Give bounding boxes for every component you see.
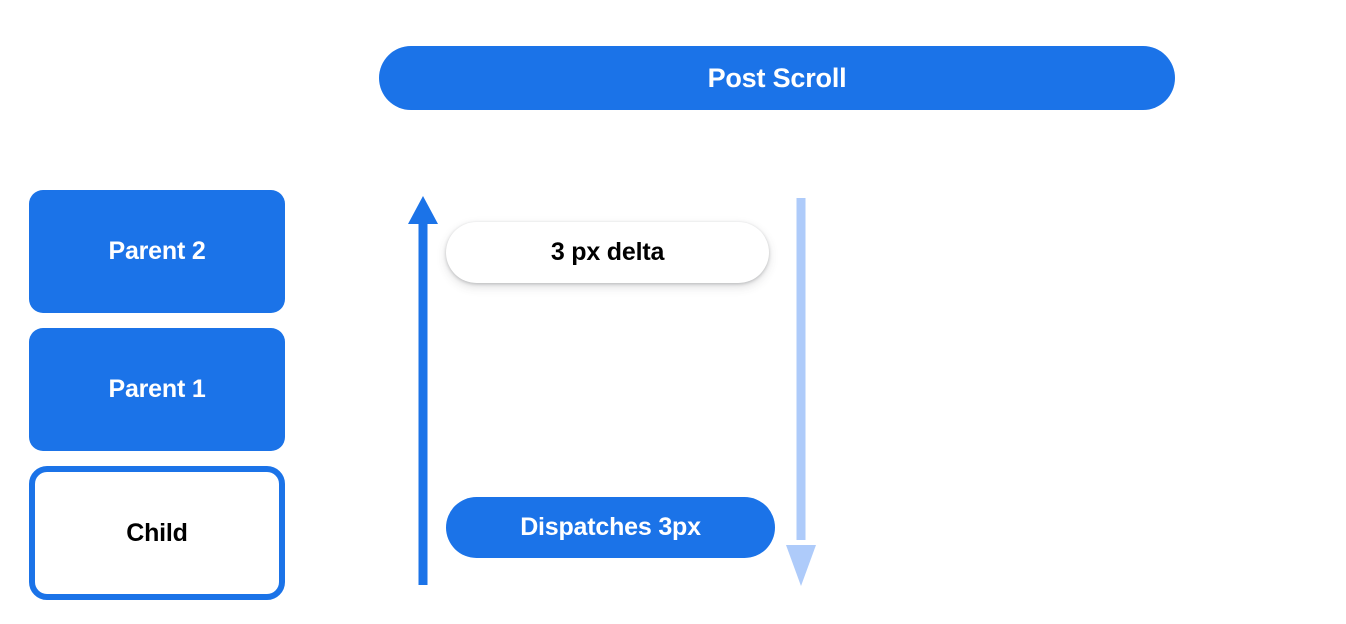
dispatches-callout-label: Dispatches 3px [520,513,701,541]
node-parent-2: Parent 2 [29,190,285,313]
delta-callout-label: 3 px delta [550,238,665,266]
node-parent-2-label: Parent 2 [108,237,206,265]
down-arrow-icon [786,198,816,586]
node-child-label: Child [126,518,188,547]
header-title: Post Scroll [707,62,847,93]
node-parent-1-label: Parent 1 [108,375,206,403]
delta-callout-pill: 3 px delta [446,222,769,283]
node-stack: Parent 2 Parent 1 Child [29,190,285,600]
up-arrow-icon [408,196,438,585]
node-child: Child [29,466,285,600]
header-pill: Post Scroll [379,46,1175,110]
dispatches-callout-pill: Dispatches 3px [446,497,775,558]
node-parent-1: Parent 1 [29,328,285,451]
